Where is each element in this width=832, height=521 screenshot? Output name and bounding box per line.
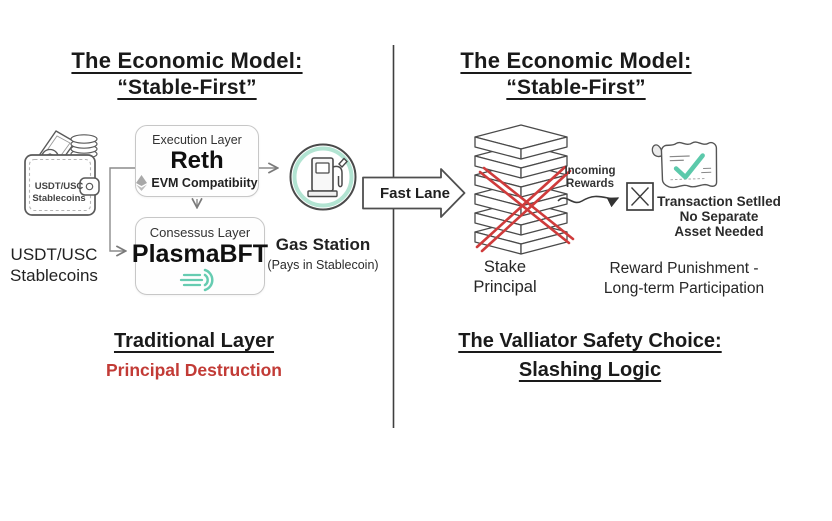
fast-lane-label: Fast Lane	[379, 185, 451, 202]
plasma-icon	[179, 268, 214, 292]
left-footer: Traditional Layer Principal Destruction	[94, 330, 294, 381]
left-title-line1: The Economic Model:	[52, 48, 322, 74]
wavy-arrow-icon	[557, 195, 620, 208]
traditional-layer-heading: Traditional Layer	[113, 330, 275, 352]
right-footer: The Valliator Safety Choice: Slashing Lo…	[440, 330, 740, 382]
reward-punishment-note: Reward Punishment - Long-term Participat…	[584, 259, 784, 298]
transaction-settled-line3: Asset Needed	[674, 224, 764, 239]
slashing-logic-heading: Slashing Logic	[518, 359, 662, 381]
reward-punishment-line1: Reward Punishment -	[609, 260, 759, 277]
consensus-layer-name: PlasmaBFT	[131, 240, 269, 268]
execution-layer-box: Execution Layer Reth EVM Compatibiity	[135, 125, 259, 197]
right-title-line1-text: The Economic Model:	[460, 48, 692, 73]
consensus-layer-box: Consessus Layer PlasmaBFT	[131, 217, 269, 295]
stack-slab	[474, 124, 568, 160]
transaction-settled-line2: No Separate	[679, 209, 759, 224]
left-connectors	[109, 167, 277, 251]
wallet-label-line1: USDT/USC	[34, 181, 84, 192]
red-cross-icon	[475, 165, 575, 253]
left-title-line2-text: “Stable-First”	[117, 76, 257, 99]
gas-station-label-block: Gas Station (Pays in Stablecoin)	[263, 235, 383, 272]
stablecoins-caption-line1: USDT/USC	[10, 245, 98, 264]
check-icon	[673, 153, 705, 180]
consensus-layer-label: Consessus Layer	[149, 225, 251, 240]
wallet-to-consensus-connector	[109, 167, 135, 251]
incoming-rewards-line1: Incoming	[564, 165, 616, 177]
evm-compat-label: EVM Compatibiity	[151, 176, 258, 190]
stake-principal-label: Stake Principal	[455, 257, 555, 297]
wallet-label: USDT/USC Stablecoins	[25, 181, 93, 204]
gas-station-sublabel: (Pays in Stablecoin)	[267, 258, 379, 272]
fast-lane-arrow-icon	[362, 168, 466, 218]
incoming-rewards-line2: Rewards	[566, 177, 614, 190]
x-box-icon	[626, 182, 654, 211]
validator-safety-heading: The Valliator Safety Choice:	[458, 330, 722, 352]
stablecoins-caption: USDT/USC Stablecoins	[0, 244, 108, 286]
receipt-check-icon	[651, 141, 718, 189]
stablecoins-caption-line2: Stablecoins	[10, 266, 98, 285]
stake-principal-line2: Principal	[473, 278, 537, 296]
left-title-line1-text: The Economic Model:	[71, 48, 303, 73]
principal-destruction-label: Principal Destruction	[105, 360, 282, 380]
right-title-line2: “Stable-First”	[441, 76, 711, 100]
fuel-pump-icon	[289, 143, 357, 211]
reward-punishment-line2: Long-term Participation	[603, 279, 765, 297]
right-title-line2-text: “Stable-First”	[506, 76, 646, 99]
left-title-line2: “Stable-First”	[52, 76, 322, 100]
transaction-settled-line1: Transaction Setlled	[657, 194, 781, 209]
gas-station-label: Gas Station	[275, 235, 371, 254]
incoming-rewards-label: Incoming Rewards	[554, 165, 626, 190]
wallet-label-line2: Stablecoins	[32, 192, 86, 204]
right-title-line1: The Economic Model:	[441, 48, 711, 74]
execution-layer-name: Reth	[170, 147, 224, 174]
transaction-settled-label: Transaction Setlled No Separate Asset Ne…	[649, 194, 789, 239]
execution-layer-label: Execution Layer	[152, 133, 242, 147]
wallet-icon	[24, 130, 100, 216]
stake-principal-line1: Stake	[483, 258, 527, 276]
ethereum-icon	[136, 175, 148, 191]
